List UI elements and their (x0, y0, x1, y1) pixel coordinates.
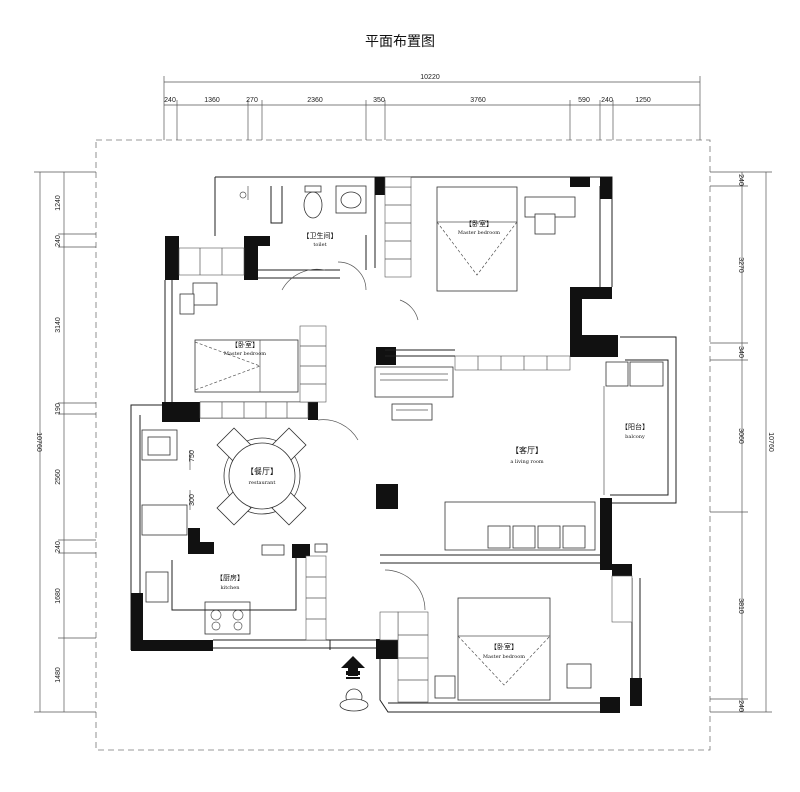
left-dim-5: 2560 (55, 469, 62, 485)
left-dim-3: 3140 (55, 317, 62, 333)
right-dim-5: 3810 (737, 598, 744, 614)
door-swings (317, 261, 419, 441)
left-bedroom-en: Master bedroom (224, 351, 266, 357)
left-dim-6: 240 (55, 541, 62, 553)
dining-en: restaurant (249, 480, 276, 486)
top-dim-2: 1360 (204, 97, 220, 104)
kitchen-furniture (141, 429, 328, 635)
left-dim-2: 240 (55, 235, 62, 247)
top-dim-9: 1250 (635, 97, 651, 104)
top-bed (436, 186, 576, 292)
top-dim-5: 350 (373, 97, 385, 104)
top-dim-7: 590 (578, 97, 590, 104)
top-bedroom-label: 【卧室】 (465, 219, 493, 228)
left-bedroom-furniture (179, 282, 299, 393)
top-dim-1: 240 (164, 97, 176, 104)
living-en: a living room (510, 459, 544, 465)
left-dim-1: 1240 (55, 195, 62, 211)
right-dim-3: 340 (737, 346, 744, 358)
living-furniture (374, 349, 596, 551)
top-bedroom-en: Master bedroom (458, 230, 500, 236)
left-dim-4: 190 (55, 403, 62, 415)
bottom-bedroom-label: 【卧室】 (490, 642, 518, 651)
balcony-label: 【阳台】 (621, 422, 649, 431)
dining-set (216, 427, 307, 526)
top-dim-3: 270 (246, 97, 258, 104)
left-bedroom-label: 【卧室】 (231, 340, 259, 349)
solid-walls (131, 177, 642, 713)
balcony-en: balcony (625, 434, 645, 440)
left-dim-8: 1480 (55, 667, 62, 683)
dashed-border (95, 139, 711, 751)
top-dimension-lines (163, 76, 701, 140)
left-dimension-lines (34, 171, 96, 713)
kitchen-en: kitchen (221, 585, 241, 591)
thin-wall-outlines (130, 176, 677, 713)
right-dim-1: 240 (737, 174, 744, 186)
kitchen-label: 【厨房】 (216, 573, 244, 582)
left-total-dim: 10760 (35, 432, 42, 452)
kitchen-dim-2: 300 (189, 494, 196, 506)
person-icon (339, 688, 369, 712)
bathroom-en: toilet (313, 242, 326, 248)
kitchen-dim-1: 750 (189, 450, 196, 462)
right-total-dim: 10760 (767, 432, 774, 452)
bottom-bedroom-en: Master bedroom (483, 654, 525, 660)
bottom-bed (384, 569, 592, 701)
dining-label: 【餐厅】 (246, 467, 278, 476)
entrance-arrow-icon (341, 656, 365, 679)
bath-fixtures (239, 185, 367, 291)
living-label: 【客厅】 (511, 445, 543, 455)
left-dim-7: 1680 (55, 588, 62, 604)
top-dim-8: 240 (601, 97, 613, 104)
top-dim-6: 3760 (470, 97, 486, 104)
right-dim-4: 3060 (737, 428, 744, 444)
right-dim-6: 240 (737, 700, 744, 712)
top-dim-4: 2360 (307, 97, 323, 104)
right-dim-2: 3270 (737, 257, 744, 273)
top-total-dim: 10220 (420, 74, 440, 81)
bathroom-label: 【卫生间】 (303, 231, 338, 240)
balcony-furniture (603, 361, 664, 495)
right-dimension-lines (710, 171, 772, 713)
plan-title: 平面布置图 (365, 34, 435, 50)
wardrobes (178, 176, 633, 703)
